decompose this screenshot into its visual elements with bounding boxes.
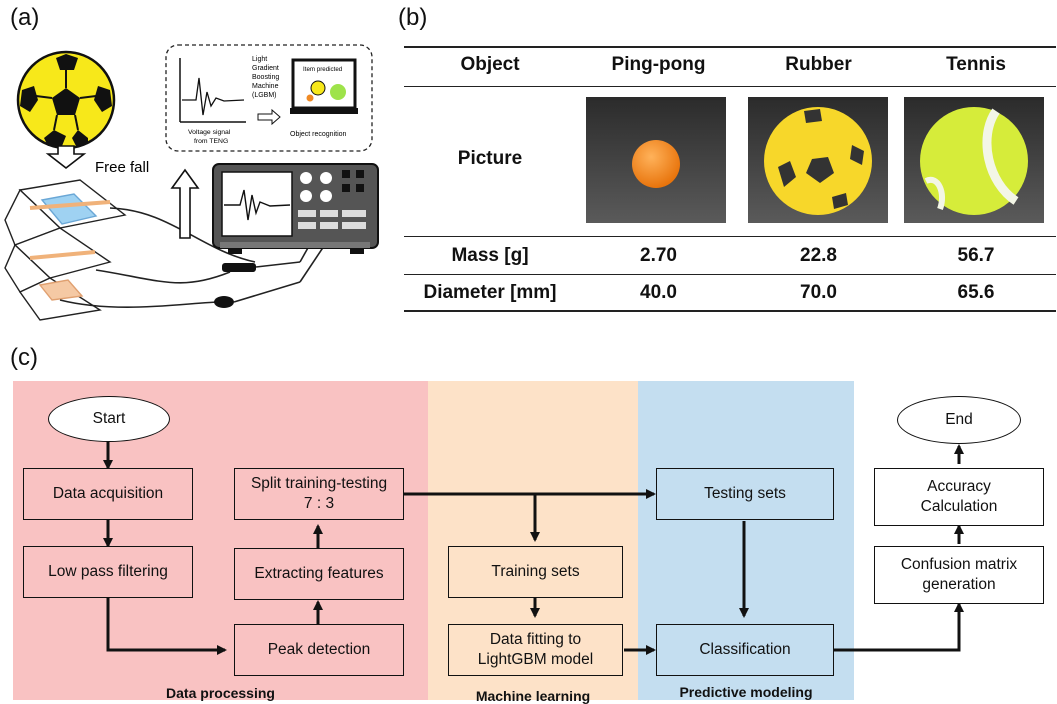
panel-b-label: (b) bbox=[398, 4, 428, 31]
split-training-testing-box: Split training-testing 7 : 3 bbox=[234, 468, 404, 520]
confusion-matrix-box: Confusion matrix generation bbox=[874, 546, 1044, 604]
oscilloscope-icon bbox=[212, 163, 379, 254]
lgbm-line3: Boosting bbox=[252, 74, 279, 81]
lgbm-line1: Light bbox=[252, 56, 267, 63]
split-line1: Split training-testing bbox=[250, 475, 388, 492]
laptop-icon bbox=[290, 58, 358, 114]
mass-label: Mass [g] bbox=[451, 245, 529, 266]
free-fall-label: Free fall bbox=[95, 159, 149, 176]
fitting-line2: LightGBM model bbox=[477, 651, 594, 668]
soccer-ball-icon bbox=[16, 50, 116, 150]
voltage-signal-line2: from TENG bbox=[194, 138, 228, 145]
teng-layers bbox=[4, 179, 127, 321]
mass-ping-pong: 2.70 bbox=[640, 245, 677, 266]
panel-a-illustration: Free fall bbox=[4, 44, 379, 321]
panel-c-label: (c) bbox=[10, 344, 38, 371]
voltage-signal-line1: Voltage signal bbox=[188, 129, 231, 136]
object-recognition-label: Object recognition bbox=[290, 131, 347, 138]
classification-box: Classification bbox=[656, 624, 834, 676]
band-label-predictive-modeling: Predictive modeling bbox=[679, 684, 813, 700]
accuracy-calculation-box: Accuracy Calculation bbox=[874, 468, 1044, 526]
low-pass-filtering-box: Low pass filtering bbox=[23, 546, 193, 598]
band-label-data-processing: Data processing bbox=[166, 685, 275, 701]
probe-icon bbox=[214, 229, 329, 308]
diameter-ping-pong: 40.0 bbox=[640, 282, 677, 303]
header-object: Object bbox=[460, 54, 520, 75]
item-predicted-label: Item predicted bbox=[303, 66, 343, 73]
end-oval: End bbox=[897, 396, 1021, 444]
panel-a-label: (a) bbox=[10, 4, 40, 31]
rubber-ball-photo bbox=[748, 97, 888, 223]
header-ping-pong: Ping-pong bbox=[611, 54, 706, 75]
lgbm-line5: (LGBM) bbox=[252, 92, 277, 99]
peak-detection-box: Peak detection bbox=[234, 624, 404, 676]
picture-label: Picture bbox=[457, 148, 523, 169]
diameter-tennis: 65.6 bbox=[957, 282, 995, 303]
object-table: Object Ping-pong Rubber Tennis Picture M… bbox=[404, 40, 1056, 312]
confusion-line2: generation bbox=[922, 576, 996, 593]
header-tennis: Tennis bbox=[946, 54, 1006, 75]
confusion-line1: Confusion matrix bbox=[900, 556, 1018, 573]
mass-rubber: 22.8 bbox=[800, 245, 837, 266]
ping-pong-photo bbox=[586, 97, 726, 223]
extracting-features-box: Extracting features bbox=[234, 548, 404, 600]
lgbm-line4: Machine bbox=[252, 83, 279, 90]
band-label-machine-learning: Machine learning bbox=[475, 688, 591, 704]
mass-tennis: 56.7 bbox=[957, 245, 995, 266]
tennis-ball-photo bbox=[904, 97, 1044, 223]
testing-sets-box: Testing sets bbox=[656, 468, 834, 520]
accuracy-line2: Calculation bbox=[920, 498, 998, 515]
accuracy-line1: Accuracy bbox=[927, 478, 991, 495]
header-rubber: Rubber bbox=[785, 54, 852, 75]
fitting-line1: Data fitting to bbox=[489, 631, 582, 648]
data-fitting-box: Data fitting to LightGBM model bbox=[448, 624, 623, 676]
training-sets-box: Training sets bbox=[448, 546, 623, 598]
diameter-label: Diameter [mm] bbox=[423, 282, 557, 303]
start-oval: Start bbox=[48, 396, 170, 442]
lgbm-line2: Gradient bbox=[252, 65, 279, 72]
split-line2: 7 : 3 bbox=[303, 495, 335, 512]
data-acquisition-box: Data acquisition bbox=[23, 468, 193, 520]
diameter-rubber: 70.0 bbox=[800, 282, 837, 303]
